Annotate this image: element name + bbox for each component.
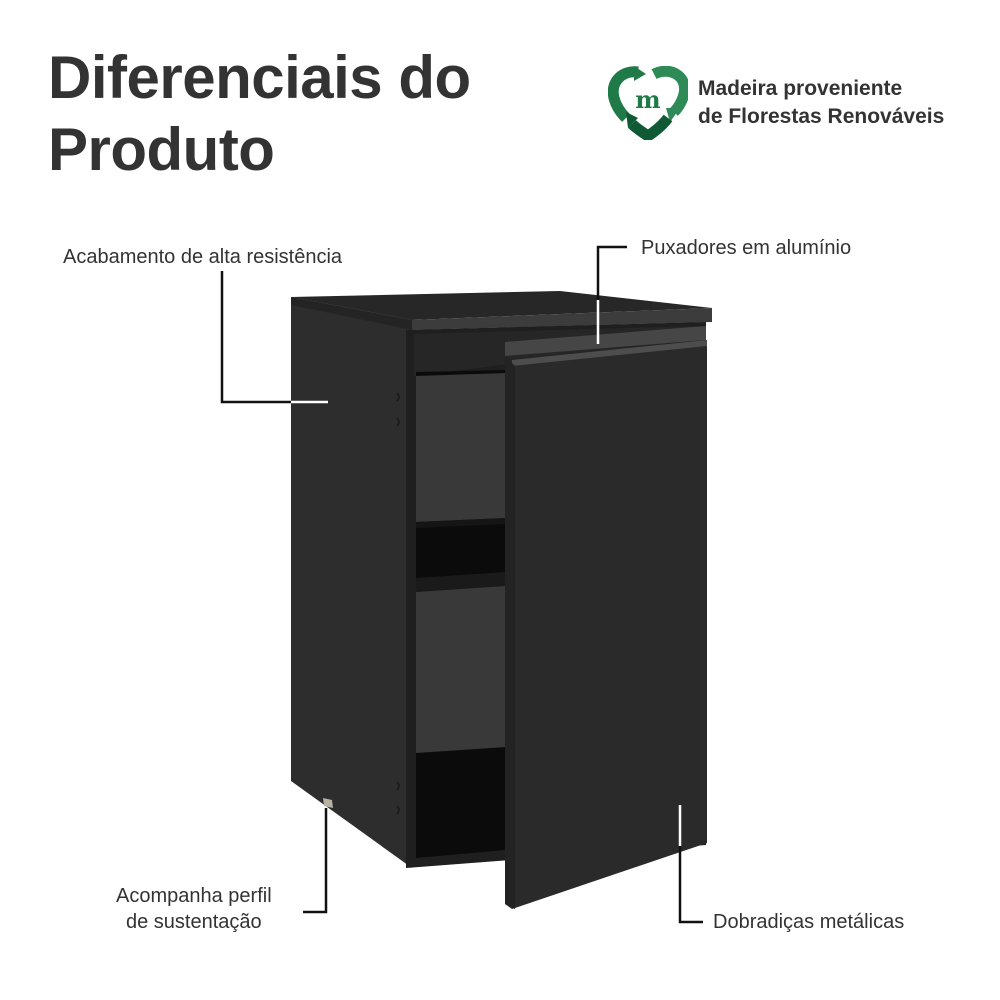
badge-text: Madeira proveniente de Florestas Renováv… (698, 75, 944, 131)
cabinet-side-panel (291, 297, 412, 868)
callout-handles-label: Puxadores em alumínio (641, 237, 852, 259)
recycle-heart-m-icon: m (608, 66, 688, 140)
title-line-2: Produto (48, 116, 275, 183)
cabinet (291, 291, 712, 909)
cabinet-top (291, 291, 712, 320)
page-title: Diferenciais do Produto (48, 42, 471, 186)
callout-profile-line-1: Acompanha perfil (116, 885, 272, 907)
cabinet-top-edge (412, 308, 712, 330)
callout-profile-line-2: de sustentação (126, 911, 262, 933)
cabinet-door (505, 346, 707, 909)
badge-icon-letter: m (635, 85, 660, 114)
callout-finish-label: Acabamento de alta resistência (63, 246, 343, 268)
interior-panel-upper (416, 373, 506, 522)
title-line-1: Diferenciais do (48, 44, 471, 111)
callout-lines (220, 245, 703, 924)
interior-panel-lower (416, 585, 506, 753)
callout-profile-label: Acompanha perfil de sustentação (116, 883, 272, 935)
badge-line-2: de Florestas Renováveis (698, 105, 945, 128)
door-handle-top (505, 326, 706, 356)
support-profile (323, 798, 333, 808)
renewable-wood-badge: m Madeira proveniente de Florestas Renov… (608, 66, 944, 140)
badge-line-1: Madeira proveniente (698, 77, 903, 100)
callout-hinges-label: Dobradiças metálicas (713, 911, 905, 933)
